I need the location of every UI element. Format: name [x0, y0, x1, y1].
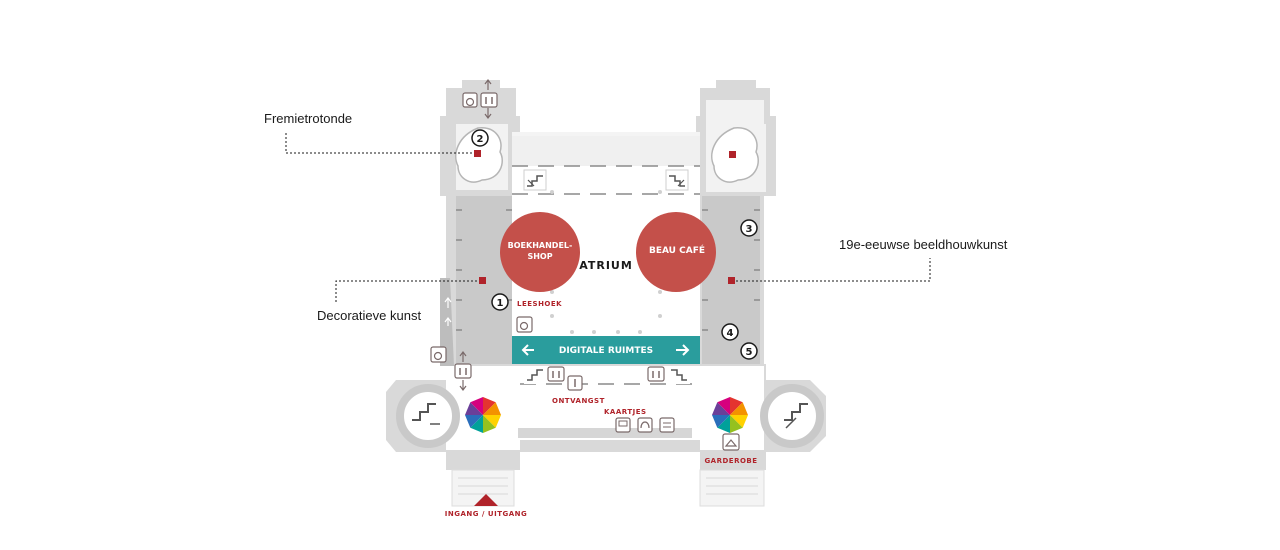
stairs-icon [523, 169, 547, 191]
hanger-icon [722, 433, 740, 451]
right-rotunda-point[interactable] [729, 151, 736, 158]
svg-text:5: 5 [746, 347, 753, 358]
ramp-arrow-icon [444, 297, 452, 326]
info-desk-icon [567, 375, 583, 391]
reading-corner-label: LEESHOEK [517, 300, 562, 308]
bookshop-label-line2: SHOP [527, 252, 552, 261]
arrow-right-icon [676, 344, 690, 356]
ticket-machine-icon [615, 417, 631, 433]
marker-1[interactable]: 1 [491, 293, 509, 311]
wheelchair-icon [462, 92, 478, 108]
arrow-left-icon [521, 344, 534, 356]
svg-text:2: 2 [477, 134, 484, 145]
marker-4[interactable]: 4 [721, 323, 739, 341]
cafe-label: BEAU CAFÉ [649, 244, 705, 256]
toilets-icon [547, 366, 565, 382]
reception-label: ONTVANGST [552, 397, 605, 405]
svg-text:4: 4 [727, 328, 734, 339]
atrium-label: ATRIUM [579, 259, 633, 272]
stairs-icon [524, 366, 546, 384]
stairs-icon [784, 403, 808, 429]
callout-lines [285, 133, 931, 302]
building-outline [386, 80, 826, 507]
wheelchair-icon [430, 346, 447, 363]
rosette-icon [465, 397, 501, 433]
fremiet-rotunda-label: Fremietrotonde [264, 111, 352, 126]
decorative-art-label: Decoratieve kunst [317, 308, 421, 323]
cloakroom-label: GARDEROBE [704, 457, 757, 465]
entrance-exit-label: INGANG / UITGANG [445, 510, 528, 518]
atrium-dividers [512, 165, 700, 385]
svg-text:3: 3 [746, 224, 753, 235]
digital-spaces-banner[interactable]: DIGITALE RUIMTES [512, 336, 700, 364]
cafe-area[interactable] [636, 212, 716, 292]
museum-pass-icon [659, 417, 675, 433]
sculpture-point[interactable] [728, 277, 735, 284]
sculpture-label: 19e-eeuwse beeldhouwkunst [839, 237, 1008, 252]
toilets-icon [480, 92, 498, 108]
stairs-icon [668, 366, 690, 384]
bookshop-area[interactable] [500, 212, 580, 292]
fremiet-rotunda-point[interactable] [474, 150, 481, 157]
bookshop-label-line1: BOEKHANDEL- [508, 241, 573, 250]
marker-3[interactable]: 3 [740, 219, 758, 237]
toilets-icon [647, 366, 665, 382]
wheelchair-icon [516, 316, 533, 333]
elevator-arrows-icon [484, 79, 492, 119]
svg-text:1: 1 [497, 298, 504, 309]
stairs-icon [412, 403, 440, 425]
elevator-arrows-icon [459, 351, 467, 391]
toilets-icon [454, 363, 472, 379]
audio-guide-icon [637, 417, 653, 433]
entrance-arrow-icon [474, 494, 498, 506]
marker-2[interactable]: 2 [471, 129, 489, 147]
stairs-icon [665, 169, 689, 191]
rosette-icon [712, 397, 748, 433]
tickets-label: KAARTJES [604, 408, 647, 416]
marker-5[interactable]: 5 [740, 342, 758, 360]
decorative-art-point[interactable] [479, 277, 486, 284]
digital-spaces-label: DIGITALE RUIMTES [559, 346, 653, 356]
